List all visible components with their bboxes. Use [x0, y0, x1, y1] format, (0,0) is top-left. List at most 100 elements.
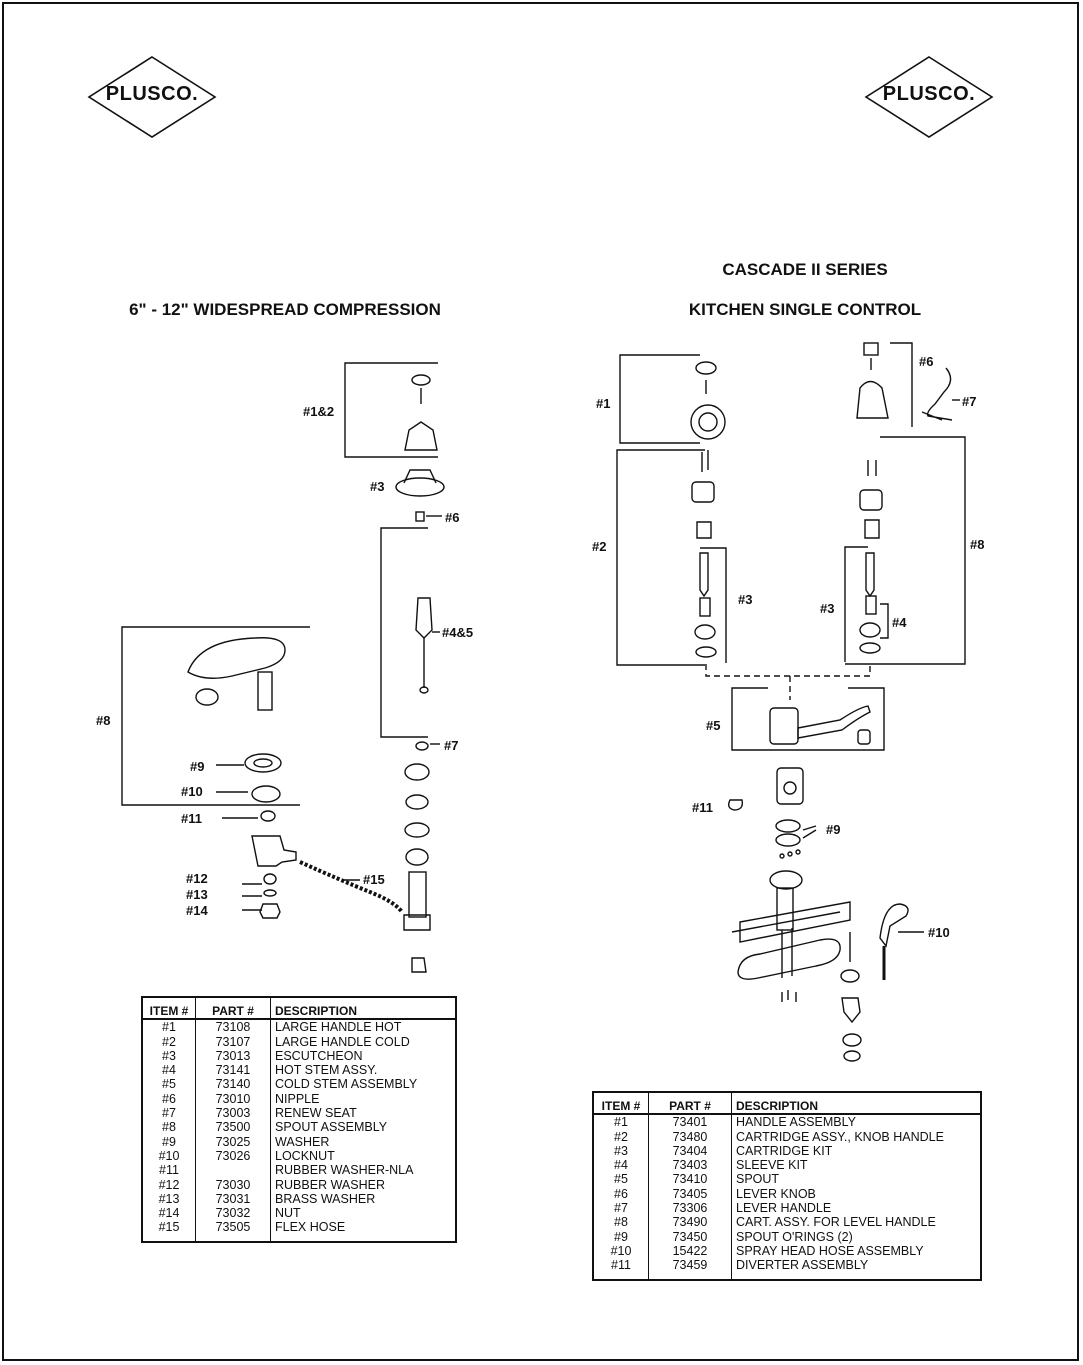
- description: LARGE HANDLE HOT: [275, 1020, 402, 1035]
- bracket-stem: [380, 527, 428, 738]
- rubber-washer-12: [263, 873, 277, 885]
- description: WASHER: [275, 1134, 330, 1149]
- callout-11: #11: [181, 811, 202, 826]
- renew-seat: [415, 741, 429, 751]
- item-number: #1: [593, 1114, 649, 1130]
- part-number: 73459: [648, 1258, 732, 1280]
- sleeve: [699, 597, 711, 617]
- header-item: ITEM #: [593, 1092, 649, 1116]
- spout-base: [769, 870, 803, 890]
- item-number: #6: [593, 1186, 649, 1202]
- callout-r6: #6: [919, 354, 934, 369]
- callout-8: #8: [96, 713, 111, 728]
- callout-r7: #7: [962, 394, 977, 409]
- bracket-spout: [121, 626, 310, 806]
- item-number: #10: [142, 1148, 196, 1164]
- rubber-washer: [260, 810, 276, 822]
- item-number: #2: [593, 1129, 649, 1144]
- header-description: DESCRIPTION: [731, 1092, 981, 1116]
- callout-3: #3: [370, 479, 385, 494]
- valve-inlet: [411, 957, 427, 973]
- o-ring-2: [775, 833, 801, 847]
- item-number: #11: [593, 1258, 649, 1280]
- part-number: 73480: [648, 1129, 732, 1144]
- part-number: 73107: [195, 1034, 271, 1049]
- item-number: #8: [593, 1215, 649, 1230]
- description: NIPPLE: [275, 1091, 320, 1106]
- callout-r5: #5: [706, 718, 721, 733]
- logo-text: PLUSCO.: [105, 83, 199, 105]
- handle-cap: [411, 374, 431, 386]
- bracket-handle-assembly: [619, 354, 700, 444]
- spout-body: [769, 707, 799, 745]
- logo-diamond: [87, 56, 217, 138]
- item-number: #5: [142, 1077, 196, 1092]
- spray-head: [879, 903, 909, 948]
- escutcheon-top: [403, 469, 437, 484]
- brass-washer: [263, 889, 277, 897]
- description: HOT STEM ASSY.: [275, 1063, 378, 1078]
- part-number: 73306: [648, 1201, 732, 1216]
- description: RUBBER WASHER: [275, 1177, 385, 1192]
- description: RUBBER WASHER-NLA: [275, 1163, 414, 1178]
- item-number: #5: [593, 1172, 649, 1187]
- bracket-lever-knob: [890, 342, 913, 427]
- knob-handle: [690, 404, 726, 440]
- part-number: 73032: [195, 1206, 271, 1221]
- cartridge-kit: [699, 552, 709, 598]
- escutcheon: [395, 477, 445, 497]
- part-number: 73410: [648, 1172, 732, 1187]
- description: SPOUT O'RINGS (2): [736, 1229, 853, 1244]
- part-number: 73450: [648, 1229, 732, 1244]
- callout-15: #15: [363, 872, 385, 887]
- part-number: 73401: [648, 1114, 732, 1130]
- diverter-body: [776, 767, 804, 805]
- callout-r3-right: #3: [820, 601, 835, 616]
- callout-4-5: #4&5: [442, 625, 474, 640]
- lever-housing: [856, 380, 889, 419]
- description: SPOUT ASSEMBLY: [275, 1120, 388, 1135]
- brand-logo-left: PLUSCO.: [87, 55, 217, 139]
- nut: [259, 903, 281, 919]
- spout-shank: [257, 671, 273, 711]
- diverter-assembly: [727, 799, 744, 811]
- part-number: 73030: [195, 1177, 271, 1192]
- header-description: DESCRIPTION: [270, 997, 456, 1021]
- header-part: PART #: [195, 997, 271, 1021]
- item-number: #13: [142, 1191, 196, 1207]
- right-series-title: CASCADE II SERIES: [722, 260, 888, 279]
- callout-r8: #8: [970, 537, 985, 552]
- item-number: #7: [142, 1106, 196, 1121]
- lever-knob: [863, 342, 879, 356]
- callout-r9: #9: [826, 822, 841, 837]
- bracket-cartridge-kit-right: [844, 546, 868, 662]
- table-header-row: ITEM # PART # DESCRIPTION: [142, 997, 456, 1021]
- callout-6: #6: [445, 510, 460, 525]
- callout-7: #7: [444, 738, 459, 753]
- bracket-cartridge-knob: [616, 449, 705, 666]
- o-ring-1: [775, 819, 801, 833]
- lever-handle: [921, 367, 953, 421]
- valve-nut-1: [404, 763, 430, 781]
- description: DIVERTER ASSEMBLY: [736, 1258, 869, 1273]
- item-number: #1: [142, 1019, 196, 1035]
- valve-body: [408, 871, 427, 918]
- item-number: #8: [142, 1120, 196, 1135]
- brand-logo-right: PLUSCO.: [864, 55, 994, 139]
- part-number: 73025: [195, 1134, 271, 1149]
- bracket-cart-lever: [845, 436, 966, 665]
- cartridge-cap: [691, 481, 715, 503]
